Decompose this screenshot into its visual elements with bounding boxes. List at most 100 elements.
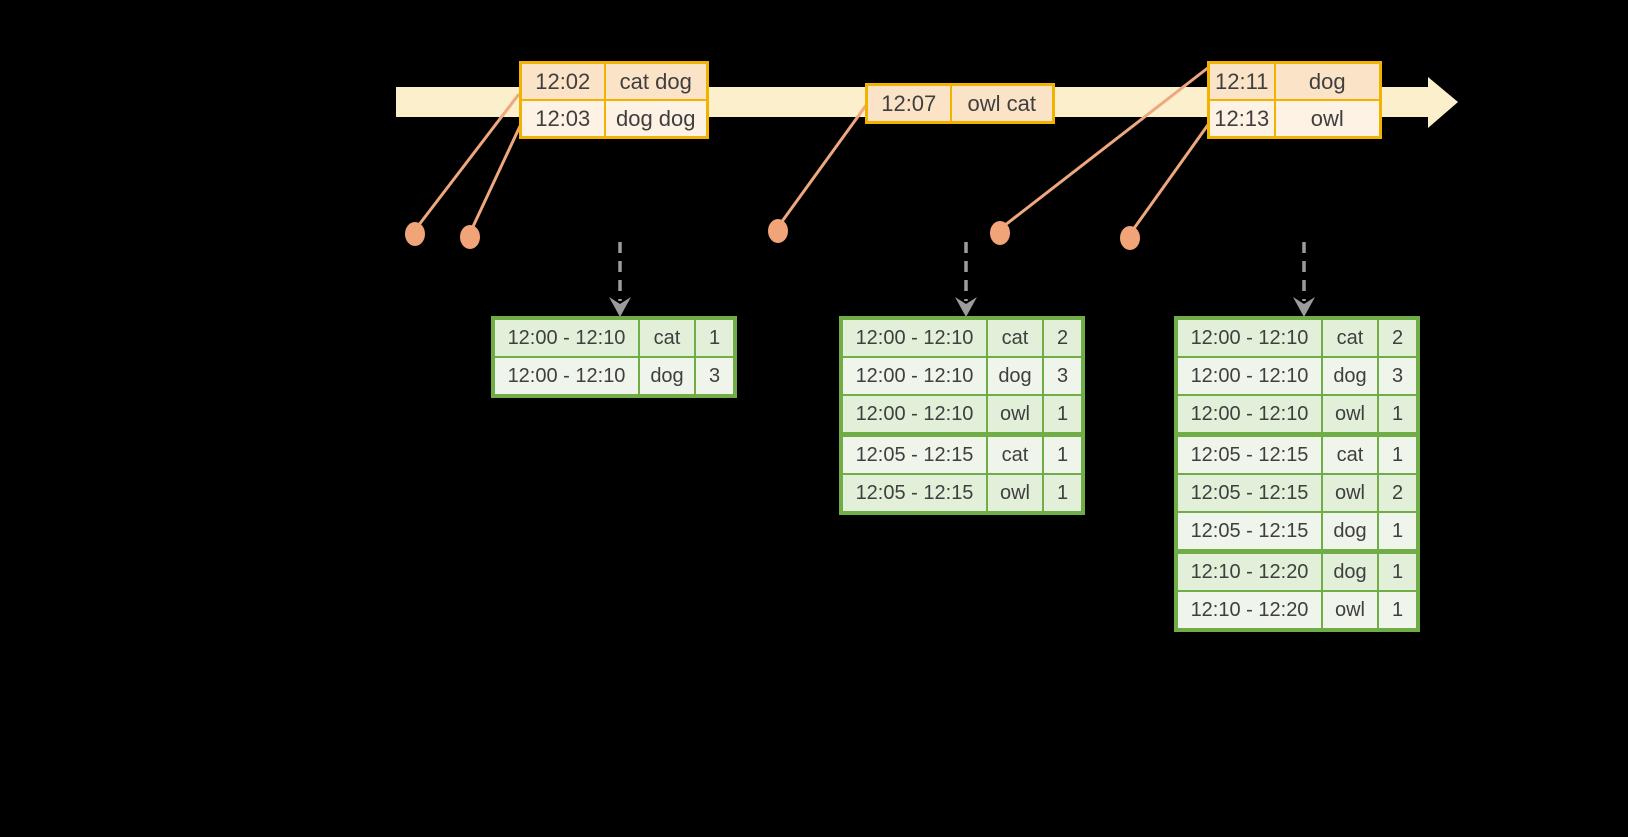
event-connector-line-5 [1128, 121, 1212, 235]
cell-count: 2 [1042, 317, 1084, 358]
cell-word: cat [1321, 432, 1379, 475]
cell-time: 12:02 [519, 61, 606, 101]
cell-word: dog [986, 356, 1044, 396]
event-connector-line-1 [413, 93, 521, 231]
cell-window: 12:00 - 12:10 [840, 356, 988, 396]
cell-count: 2 [1377, 317, 1419, 358]
cell-word: cat [1321, 317, 1379, 358]
cell-time: 12:07 [865, 83, 952, 124]
cell-word: dog [1321, 511, 1379, 553]
event-connector-line-3 [776, 103, 869, 228]
result-trigger-arrow-2 [955, 242, 977, 317]
cell-window: 12:05 - 12:15 [840, 473, 988, 514]
event-dot-5 [1120, 226, 1140, 250]
event-dot-4 [990, 221, 1010, 245]
cell-word: dog [1321, 549, 1379, 592]
cell-window: 12:05 - 12:15 [1175, 432, 1323, 475]
event-connector-lines [413, 65, 1212, 235]
cell-word: cat [986, 317, 1044, 358]
cell-time: 12:11 [1207, 61, 1276, 101]
cell-window: 12:00 - 12:10 [1175, 356, 1323, 396]
cell-word: cat [638, 317, 696, 358]
cell-window: 12:00 - 12:10 [1175, 317, 1323, 358]
cell-words: owl cat [949, 83, 1055, 124]
cell-word: dog [638, 356, 696, 397]
cell-window: 12:00 - 12:10 [492, 317, 640, 358]
trigger-arrowhead-icon [1293, 297, 1315, 317]
event-dot-3 [768, 219, 788, 243]
cell-window: 12:10 - 12:20 [1175, 549, 1323, 592]
cell-count: 1 [1042, 473, 1084, 514]
cell-count: 3 [1042, 356, 1084, 396]
trigger-arrowhead-icon [955, 297, 977, 317]
cell-count: 1 [1377, 590, 1419, 631]
cell-word: owl [1321, 473, 1379, 513]
cell-words: cat dog [603, 61, 709, 101]
cell-word: dog [1321, 356, 1379, 396]
cell-window: 12:05 - 12:15 [1175, 473, 1323, 513]
cell-window: 12:05 - 12:15 [840, 432, 988, 475]
cell-window: 12:00 - 12:10 [492, 356, 640, 397]
event-dot-1 [405, 222, 425, 246]
cell-word: cat [986, 432, 1044, 475]
cell-word: owl [986, 473, 1044, 514]
timeline-arrowhead-icon [1428, 77, 1458, 128]
event-connector-line-2 [468, 123, 523, 234]
cell-window: 12:00 - 12:10 [1175, 394, 1323, 436]
event-dot-2 [460, 225, 480, 249]
cell-count: 3 [694, 356, 736, 397]
cell-count: 1 [694, 317, 736, 358]
event-dots [405, 219, 1140, 250]
cell-word: owl [1321, 590, 1379, 631]
cell-count: 1 [1042, 432, 1084, 475]
cell-words: dog dog [603, 99, 709, 139]
cell-count: 1 [1377, 432, 1419, 475]
cell-word: owl [1321, 394, 1379, 436]
cell-count: 1 [1377, 511, 1419, 553]
cell-count: 1 [1377, 549, 1419, 592]
cell-window: 12:10 - 12:20 [1175, 590, 1323, 631]
cell-words: dog [1273, 61, 1382, 101]
cell-count: 2 [1377, 473, 1419, 513]
result-trigger-arrow-3 [1293, 242, 1315, 317]
cell-window: 12:00 - 12:10 [840, 394, 988, 436]
cell-time: 12:03 [519, 99, 606, 139]
cell-words: owl [1273, 99, 1382, 139]
cell-time: 12:13 [1207, 99, 1276, 139]
trigger-arrowhead-icon [609, 297, 631, 317]
result-trigger-arrow-1 [609, 242, 631, 317]
cell-count: 1 [1377, 394, 1419, 436]
event-connector-line-4 [999, 65, 1210, 231]
cell-word: owl [986, 394, 1044, 436]
